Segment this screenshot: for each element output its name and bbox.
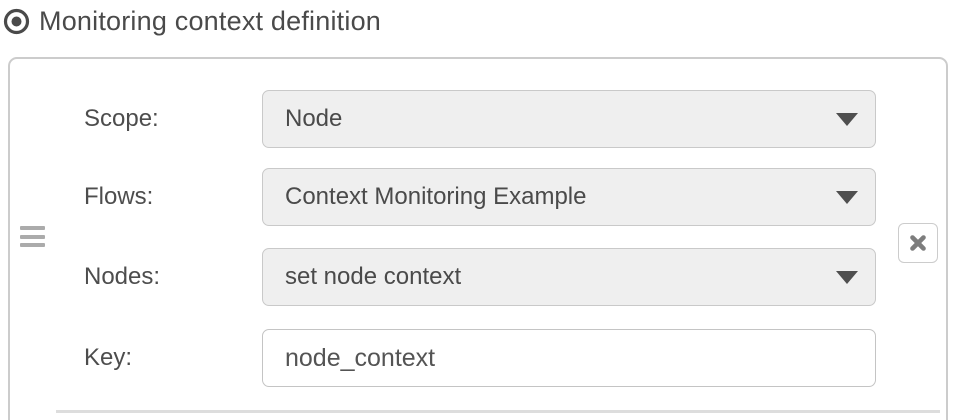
flows-label: Flows:	[84, 183, 154, 210]
scope-dropdown-value: Node	[285, 105, 343, 132]
key-input[interactable]	[262, 329, 876, 387]
nodes-label: Nodes:	[84, 263, 161, 290]
key-row: Key:	[10, 329, 946, 387]
nodes-row: Nodes: set node context	[10, 248, 946, 306]
row-divider	[56, 410, 940, 413]
scope-label: Scope:	[84, 105, 159, 132]
nodes-dropdown[interactable]: set node context	[262, 248, 876, 306]
drag-handle-icon[interactable]	[20, 226, 45, 247]
section-title: Monitoring context definition	[39, 6, 381, 36]
scope-dropdown[interactable]: Node	[262, 90, 876, 148]
flows-row: Flows: Context Monitoring Example	[10, 168, 946, 226]
chevron-down-icon	[836, 113, 858, 126]
radio-selected-icon	[3, 8, 30, 35]
section-header: Monitoring context definition	[3, 6, 381, 37]
nodes-dropdown-value: set node context	[285, 263, 462, 290]
chevron-down-icon	[836, 271, 858, 284]
monitoring-context-panel: Scope: Node Flows: Context Monitoring Ex…	[8, 57, 948, 420]
key-label: Key:	[84, 344, 133, 371]
remove-button[interactable]	[898, 223, 938, 263]
scope-row: Scope: Node	[10, 90, 946, 148]
flows-dropdown-value: Context Monitoring Example	[285, 183, 587, 210]
flows-dropdown[interactable]: Context Monitoring Example	[262, 168, 876, 226]
close-icon	[909, 234, 927, 252]
chevron-down-icon	[836, 191, 858, 204]
